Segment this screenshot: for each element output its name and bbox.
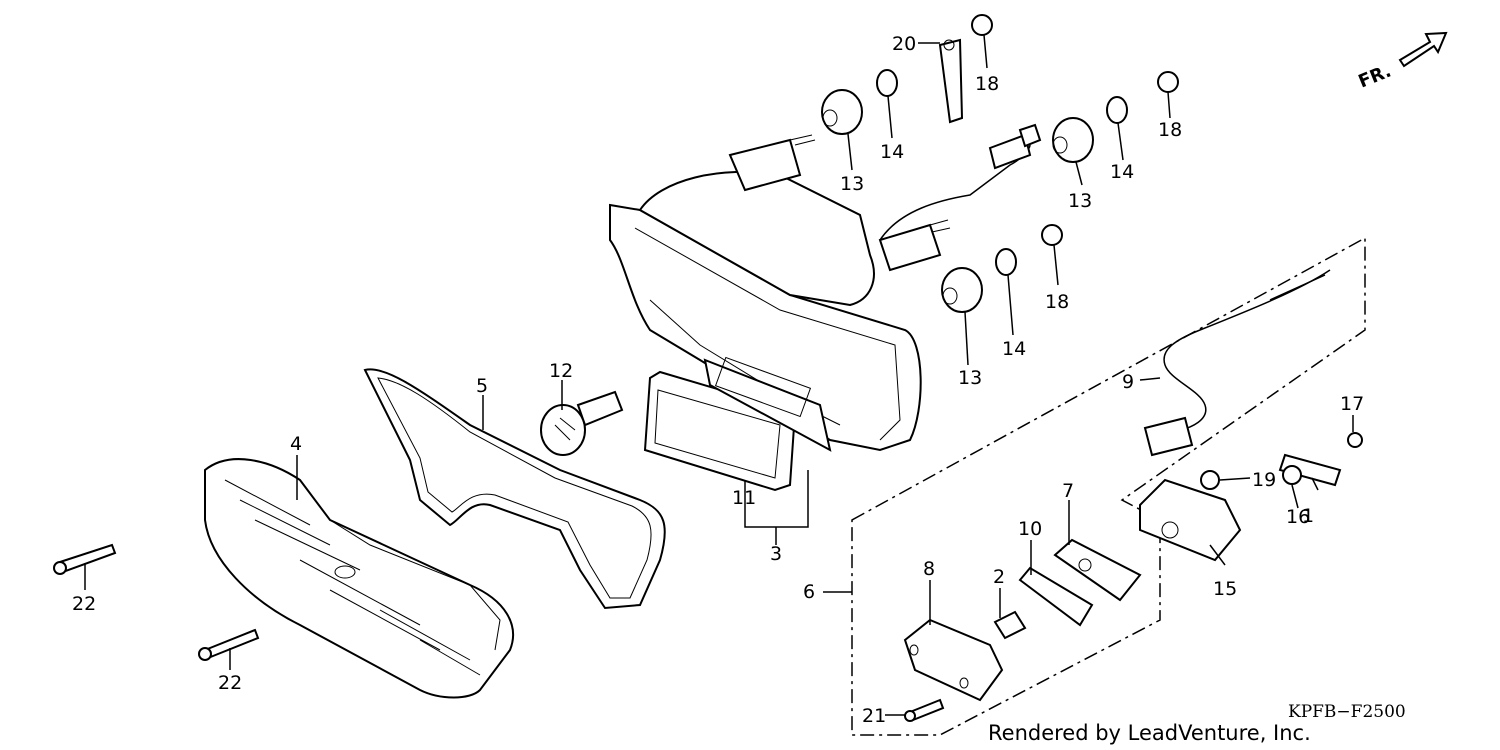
- callout-5: 5: [476, 375, 488, 397]
- callout-16: 16: [1286, 506, 1310, 528]
- callout-10: 10: [1018, 518, 1042, 540]
- nut-18: [971, 14, 1179, 246]
- screw-22-upper: [53, 543, 117, 575]
- screw-22-lower: [198, 628, 260, 661]
- callout-7: 7: [1062, 480, 1074, 502]
- leader-lines: [84, 34, 1354, 716]
- callout-12: 12: [549, 360, 573, 382]
- grommet-13-top: [821, 89, 863, 135]
- callout-21: 21: [862, 705, 886, 727]
- callout-15: 15: [1213, 578, 1237, 600]
- bulb-2: [993, 610, 1027, 640]
- callout-20: 20: [892, 33, 916, 55]
- nut-19: [1200, 470, 1220, 490]
- front-direction-label: FR.: [1355, 61, 1394, 93]
- collar-16: [1282, 465, 1302, 485]
- license-lens: [903, 618, 1004, 702]
- screw-17: [1347, 432, 1363, 448]
- socket-harness: [1143, 269, 1331, 457]
- assembly-6-outline: [851, 236, 1366, 736]
- callout-8: 8: [923, 558, 935, 580]
- callout-18-top: 18: [975, 73, 999, 95]
- callout-3: 3: [770, 543, 782, 565]
- callout-14-right: 14: [1110, 161, 1134, 183]
- screw-21: [904, 698, 945, 722]
- callout-13-top: 13: [840, 173, 864, 195]
- callout-13-lower: 13: [958, 367, 982, 389]
- stay-20: [938, 38, 964, 124]
- callout-11: 11: [732, 487, 756, 509]
- callout-9: 9: [1122, 371, 1134, 393]
- front-direction-arrow-icon: [1398, 31, 1448, 68]
- callout-22-upper: 22: [72, 593, 96, 615]
- callout-22-lower: 22: [218, 672, 242, 694]
- stay-1: [1278, 453, 1342, 487]
- callout-1: 1: [1302, 505, 1314, 527]
- callout-17: 17: [1340, 393, 1364, 415]
- callout-14-top: 14: [880, 141, 904, 163]
- callout-14-lower: 14: [1002, 338, 1026, 360]
- license-light-base: [1053, 538, 1142, 602]
- callout-2: 2: [993, 566, 1005, 588]
- license-light-cover: [1139, 478, 1242, 562]
- gasket: [363, 368, 666, 610]
- callout-4: 4: [290, 433, 302, 455]
- grommet-13-right: [1052, 117, 1094, 163]
- credit-text: Rendered by LeadVenture, Inc.: [988, 721, 1311, 745]
- tail-light-housing: [609, 123, 1042, 452]
- lens-cover: [204, 458, 515, 699]
- bulb: [540, 390, 624, 456]
- diagram-code: KPFB−F2500: [1288, 702, 1406, 722]
- grommet-13-lower: [941, 267, 983, 313]
- callout-19: 19: [1252, 469, 1276, 491]
- callout-13-right: 13: [1068, 190, 1092, 212]
- callout-18-right: 18: [1158, 119, 1182, 141]
- callout-18-lower: 18: [1045, 291, 1069, 313]
- packing-10: [1018, 566, 1094, 627]
- callout-6: 6: [803, 581, 815, 603]
- washer-14: [876, 69, 1128, 276]
